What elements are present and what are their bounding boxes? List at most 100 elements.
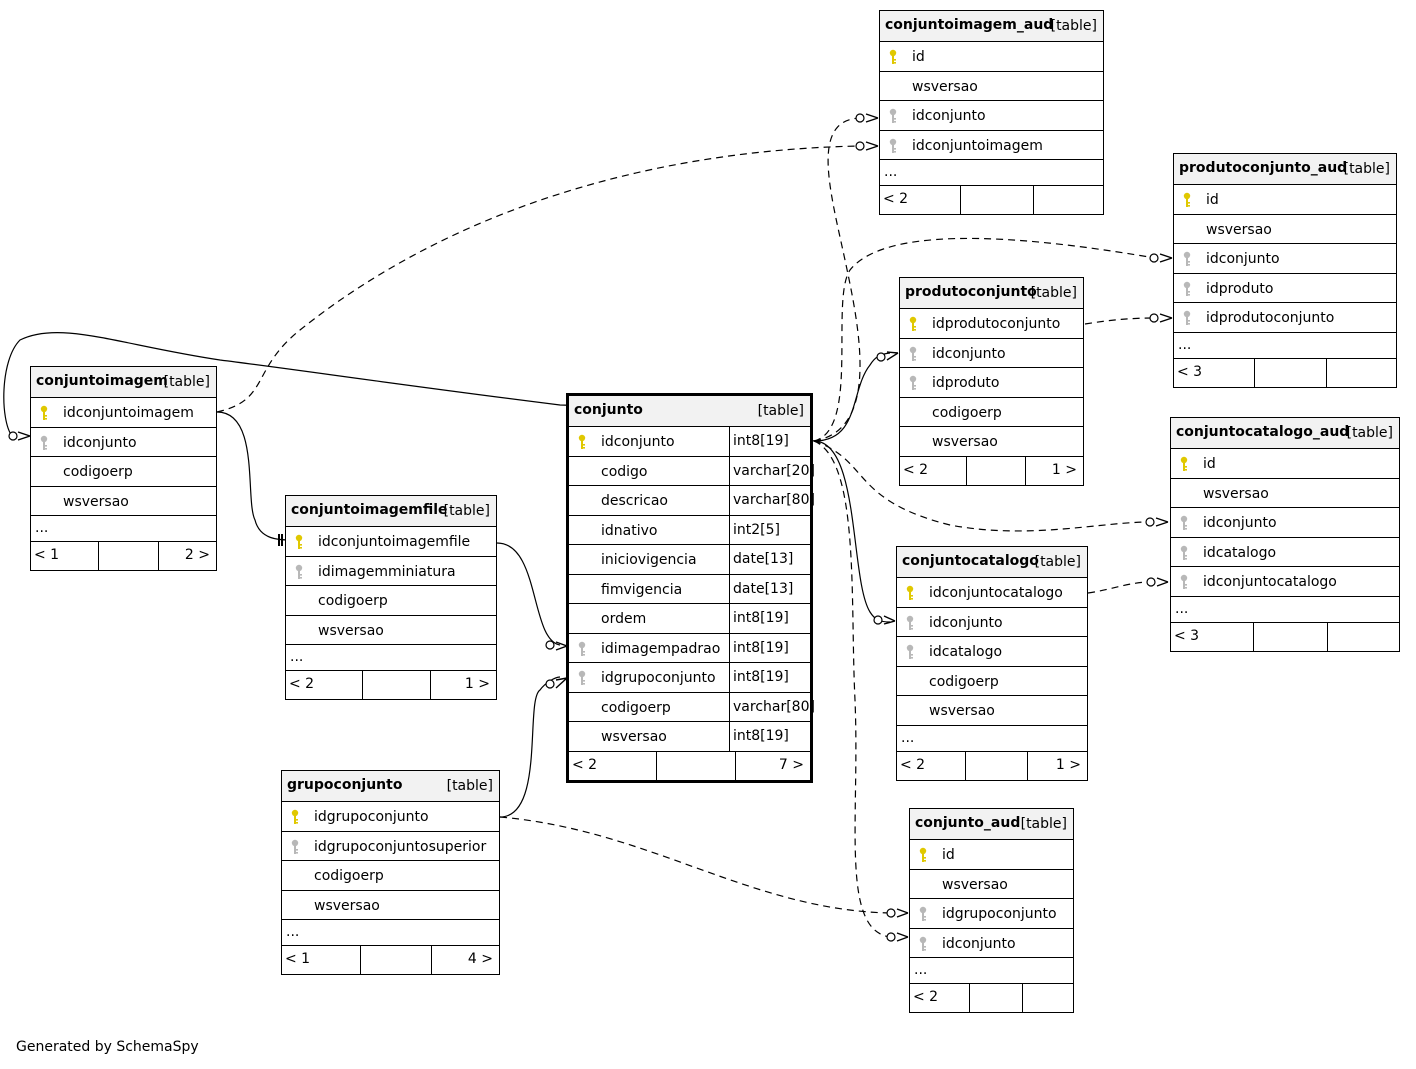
table-header: conjuntoimagem_aud[table] (880, 11, 1103, 42)
parents-count-cell[interactable]: < 3 (1171, 623, 1253, 651)
column-row[interactable]: id (880, 42, 1103, 72)
column-row[interactable]: idproduto (1174, 274, 1396, 303)
column-row[interactable]: idimagemminiatura (286, 557, 496, 586)
table-conjuntoimagemfile[interactable]: conjuntoimagemfile[table]idconjuntoimage… (285, 495, 497, 700)
table-conjuntocatalogo[interactable]: conjuntocatalogo[table]idconjuntocatalog… (896, 546, 1088, 781)
column-row[interactable]: idprodutoconjunto (900, 309, 1083, 339)
table-conjuntoimagem_aud[interactable]: conjuntoimagem_aud[table]id wsversao idcon… (879, 10, 1104, 215)
edge-grupoconjunto-conjunto-aud (499, 816, 891, 914)
column-row[interactable]: codigoerp (897, 667, 1087, 696)
column-row[interactable]: id (1171, 449, 1399, 479)
children-count-cell[interactable] (1328, 623, 1399, 651)
column-row[interactable]: idconjuntoimagem (31, 398, 216, 428)
column-name: idconjunto (929, 614, 1003, 631)
column-type: varchar[80] (729, 486, 815, 515)
column-row[interactable]: codigoerp (900, 398, 1083, 427)
column-row[interactable]: idconjunto (31, 428, 216, 457)
parents-count-cell[interactable]: < 3 (1174, 359, 1254, 387)
parents-count-cell[interactable]: < 2 (286, 671, 362, 699)
children-count-cell[interactable]: 1 > (431, 671, 496, 699)
children-count-cell[interactable]: 7 > (736, 752, 810, 780)
column-row[interactable]: idconjunto (880, 101, 1103, 131)
column-row[interactable]: idconjuntocatalogo (897, 578, 1087, 608)
column-row[interactable]: idconjunto (897, 608, 1087, 637)
column-row[interactable]: idgrupoconjunto (282, 802, 499, 832)
column-row[interactable]: wsversao (1174, 215, 1396, 244)
column-row[interactable]: idconjuntoimagemfile (286, 527, 496, 557)
column-row[interactable]: idconjunto (900, 339, 1083, 368)
column-row[interactable]: wsversao (286, 616, 496, 645)
column-row[interactable]: idconjuntoimagem (880, 131, 1103, 160)
children-count-cell[interactable]: 4 > (432, 946, 499, 974)
column-row[interactable]: idprodutoconjunto (1174, 303, 1396, 333)
column-row[interactable]: id (910, 840, 1073, 870)
parents-count-cell[interactable]: < 2 (900, 457, 966, 485)
column-name: idconjunto (63, 434, 137, 451)
column-row[interactable]: idgrupoconjuntosuperior (282, 832, 499, 861)
children-count-cell[interactable]: 2 > (159, 542, 216, 570)
column-name: idconjunto (912, 108, 986, 124)
column-row[interactable]: wsversao (900, 427, 1083, 457)
column-row[interactable]: idconjunto (1174, 244, 1396, 274)
column-row[interactable]: idconjunto (1171, 508, 1399, 538)
column-row[interactable]: wsversao (897, 696, 1087, 726)
parents-count-cell[interactable]: < 2 (569, 752, 656, 780)
children-count-cell[interactable]: 1 > (1026, 457, 1083, 485)
children-count-cell[interactable]: 1 > (1028, 752, 1087, 780)
column-row[interactable]: idcatalogo (1171, 538, 1399, 567)
parents-count: < 2 (289, 676, 315, 692)
column-row[interactable]: wsversao (910, 870, 1073, 899)
column-row[interactable]: codigoerp (31, 457, 216, 487)
column-row[interactable]: codigoerp (282, 861, 499, 891)
parents-count: < 2 (913, 989, 939, 1005)
parents-count-cell[interactable]: < 2 (910, 984, 969, 1012)
children-count-cell[interactable] (1327, 359, 1396, 387)
column-name: idconjuntocatalogo (929, 585, 1063, 601)
footer-spacer (1254, 358, 1327, 387)
table-header: produtoconjunto[table] (900, 278, 1083, 309)
ellipsis: ... (35, 520, 49, 536)
column-row[interactable]: idconjunto (910, 929, 1073, 958)
parents-count-cell[interactable]: < 2 (880, 186, 960, 214)
column-row[interactable]: id (1174, 185, 1396, 215)
generator-credit: Generated by SchemaSpy (16, 1039, 199, 1055)
column-type: varchar[80] (729, 692, 815, 721)
column-row[interactable]: codigoerp (286, 586, 496, 616)
children-count-cell[interactable] (1023, 984, 1073, 1012)
children-count-cell[interactable] (1034, 186, 1103, 214)
column-row[interactable]: idgrupoconjunto (910, 899, 1073, 929)
column-row[interactable]: idconjuntocatalogo (1171, 567, 1399, 597)
column-name: wsversao (63, 493, 129, 510)
column-row[interactable]: idcatalogo (897, 637, 1087, 667)
column-row[interactable]: wsversao (31, 487, 216, 516)
column-row[interactable]: wsversao (880, 72, 1103, 101)
column-row[interactable]: wsversao (1171, 479, 1399, 508)
parents-count-cell[interactable]: < 1 (31, 542, 98, 570)
column-row[interactable]: wsversao (282, 891, 499, 920)
parents-count-cell[interactable]: < 2 (897, 752, 965, 780)
parents-count-cell[interactable]: < 1 (282, 946, 360, 974)
edge-conjuntocatalogo-aud (1087, 581, 1151, 594)
column-row[interactable]: idproduto (900, 368, 1083, 398)
foreign-key-icon (290, 839, 300, 855)
column-name: wsversao (912, 78, 978, 95)
